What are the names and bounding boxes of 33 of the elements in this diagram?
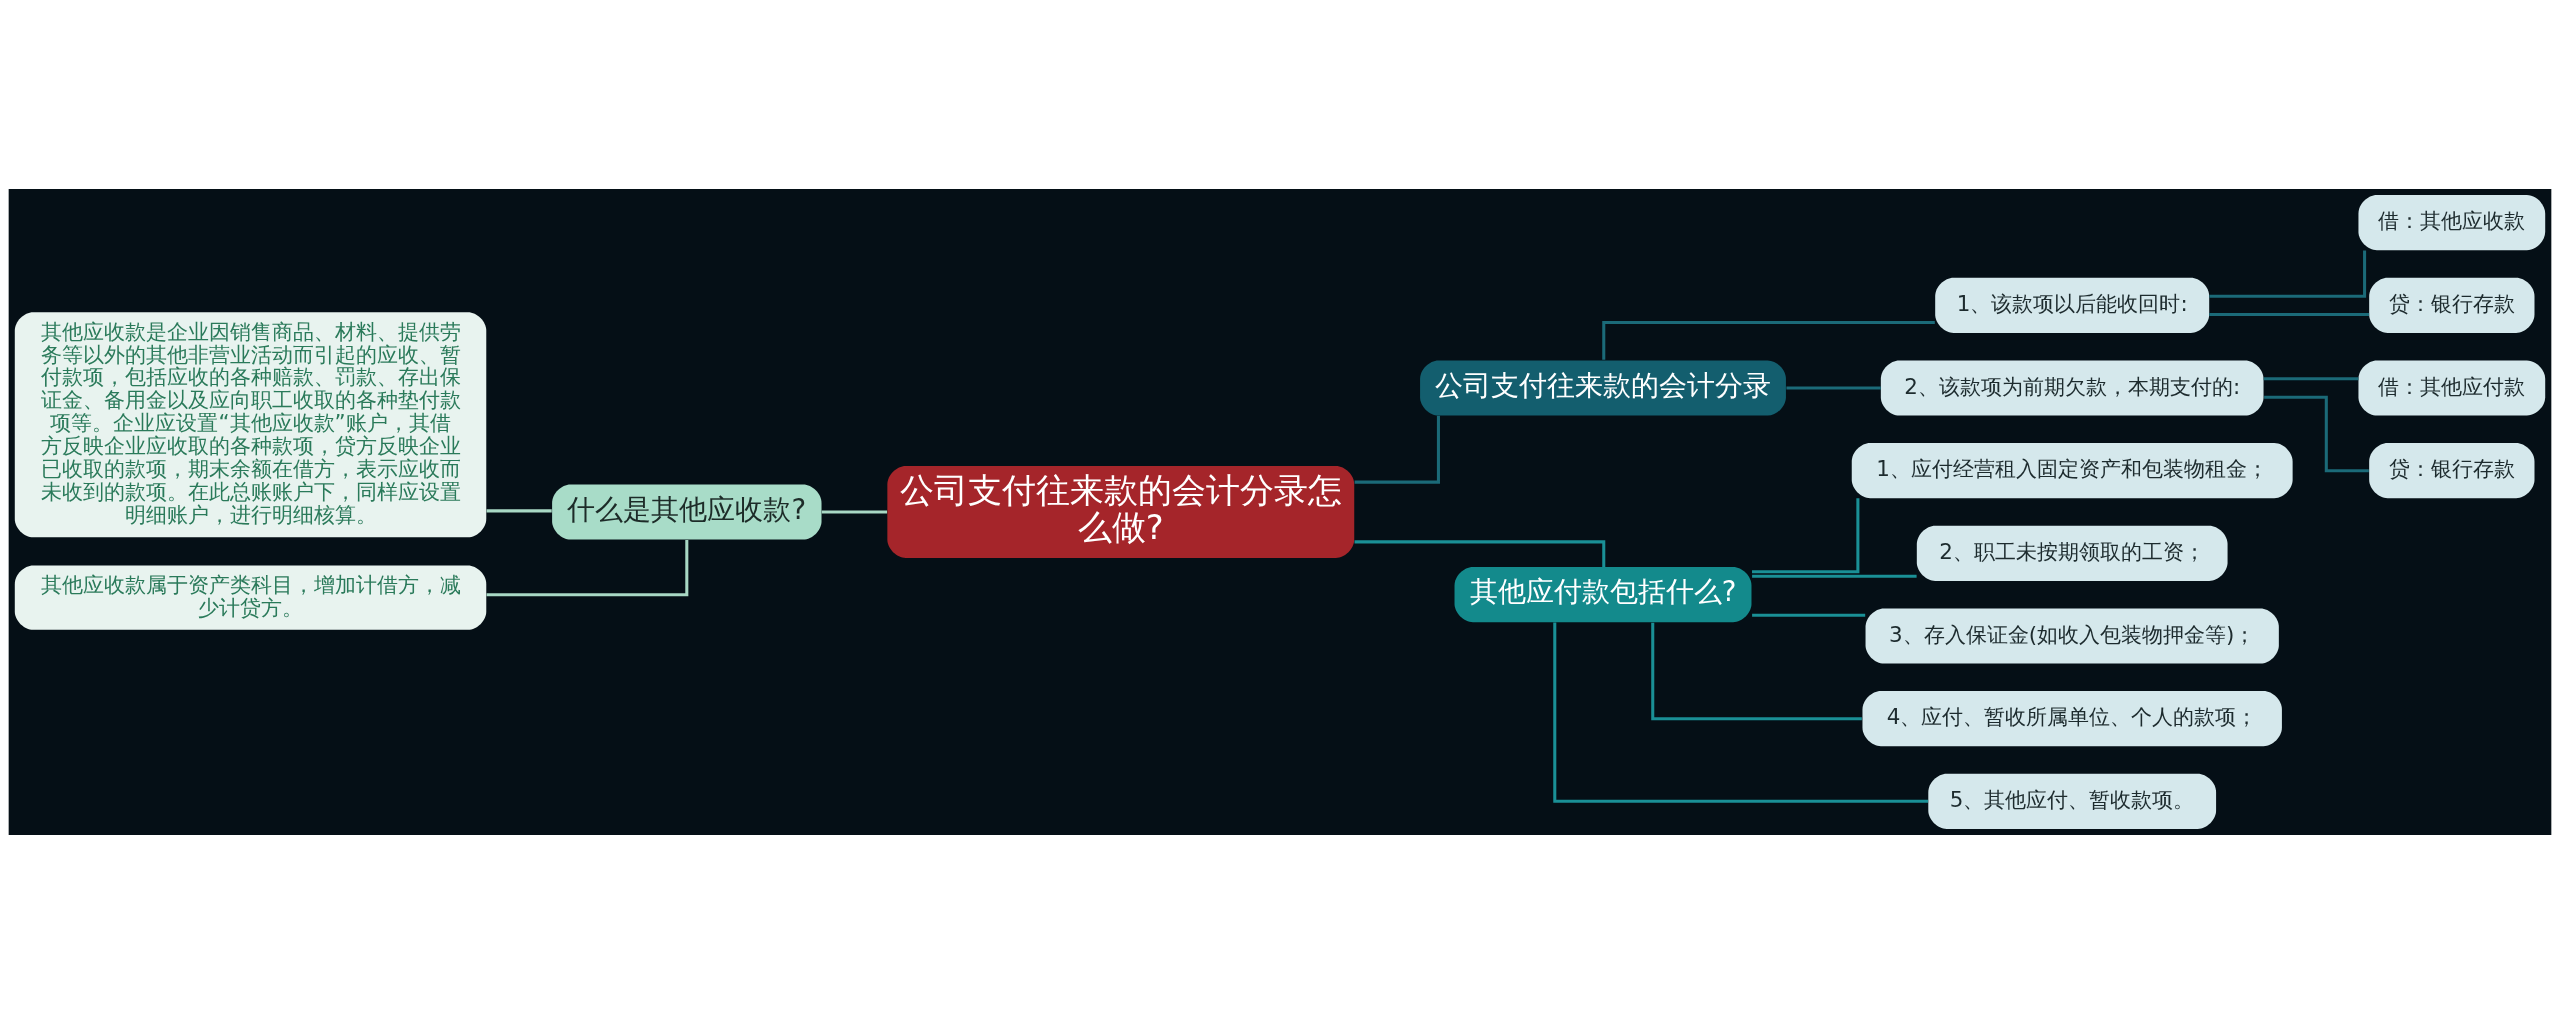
node-box: 3、存入保证金(如收入包装物押金等)； bbox=[1865, 608, 2279, 664]
connector bbox=[1651, 622, 1862, 721]
node-box: 4、应付、暂收所属单位、个人的款项； bbox=[1862, 691, 2282, 747]
connector bbox=[486, 509, 552, 513]
connector bbox=[2209, 250, 2367, 298]
connector bbox=[1553, 622, 1929, 803]
connector bbox=[1752, 574, 1917, 578]
node-box: 公司支付往来款的会计分录怎么做? bbox=[887, 466, 1355, 558]
connector bbox=[2263, 377, 2359, 381]
node-box: 其他应收款属于资产类科目，增加计借方，减少计贷方。 bbox=[14, 565, 487, 630]
connector bbox=[1354, 540, 1606, 567]
node-box: 什么是其他应收款? bbox=[552, 484, 822, 540]
connector bbox=[1752, 613, 1866, 617]
connector bbox=[486, 540, 689, 597]
connector bbox=[2264, 395, 2369, 473]
connector bbox=[1602, 321, 1935, 360]
node-box: 贷：银行存款 bbox=[2369, 443, 2535, 499]
node-box: 借：其他应付款 bbox=[2358, 360, 2546, 416]
node-box: 1、该款项以后能收回时: bbox=[1935, 277, 2210, 333]
node-box: 2、职工未按期领取的工资； bbox=[1916, 525, 2228, 581]
connector bbox=[821, 510, 888, 514]
node-box: 其他应收款是企业因销售商品、材料、提供劳务等以外的其他非营业活动而引起的应收、暂付款项，包括应收的各种赔款、罚款、存出保证金、备用金以及应向职工收取的各种垫付款项等。企业应设置“其他应收款”账户，其借方反映企业应收取的各种款项，贷方反映企业已收取的款项，期末余额在借方，表示应收而未收到的款项。在此总账账户下，同样应设置明细账户，进行明细核算。 bbox=[14, 312, 487, 538]
node-box: 贷：银行存款 bbox=[2369, 277, 2535, 333]
node-box: 5、其他应付、暂收款项。 bbox=[1928, 773, 2217, 829]
node-box: 其他应付款包括什么? bbox=[1454, 567, 1752, 623]
connector bbox=[2209, 313, 2370, 317]
connector bbox=[1354, 415, 1440, 484]
node-box: 1、应付经营租入固定资产和包装物租金； bbox=[1851, 443, 2293, 499]
node-box: 借：其他应收款 bbox=[2358, 195, 2546, 251]
node-box: 2、该款项为前期欠款，本期支付的: bbox=[1880, 360, 2264, 416]
node-box: 公司支付往来款的会计分录 bbox=[1420, 360, 1786, 416]
connector bbox=[1752, 498, 1860, 574]
connector bbox=[1786, 386, 1881, 390]
